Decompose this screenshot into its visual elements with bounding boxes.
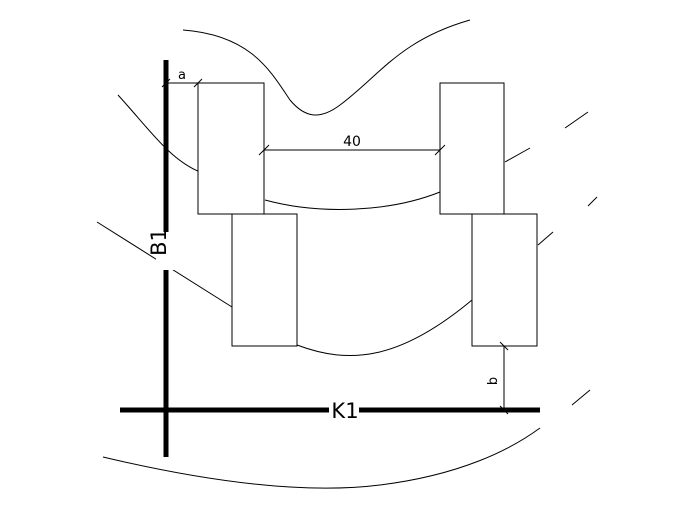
axis-label-k1: K1	[331, 399, 358, 423]
buildings	[197, 82, 538, 347]
building-bottom-left	[231, 213, 298, 347]
contour-middle-upper	[264, 191, 441, 210]
contour-middle-lower	[296, 299, 473, 357]
contour-lines	[96, 19, 598, 489]
dimension-label-40: 40	[343, 134, 361, 150]
contour-right-2	[537, 231, 554, 246]
dimension-40-tick-2	[434, 144, 446, 156]
contour-right-3	[564, 111, 589, 129]
dimension-b-tick-2	[499, 405, 509, 415]
contour-right-5	[571, 389, 591, 406]
dimension-label-b: b	[486, 377, 501, 385]
contour-bottom	[102, 427, 541, 489]
dimension-40-tick-1	[258, 144, 270, 156]
dimension-a-tick-1	[161, 78, 171, 88]
contour-right-1	[504, 147, 531, 163]
building-top-left	[197, 82, 265, 215]
dimension-label-a: a	[178, 68, 186, 83]
contour-left-upper	[117, 94, 201, 173]
label-b1-backing	[156, 232, 176, 270]
building-bottom-right	[471, 213, 538, 347]
label-k1-backing	[329, 398, 359, 422]
building-top-right	[439, 82, 505, 215]
dimension-b-tick-1	[499, 341, 509, 351]
contour-top	[182, 19, 471, 116]
axis-label-b1: B1	[147, 228, 171, 256]
dimension-a-tick-2	[193, 78, 203, 88]
dimensions	[161, 78, 509, 415]
contour-right-4	[587, 196, 598, 207]
